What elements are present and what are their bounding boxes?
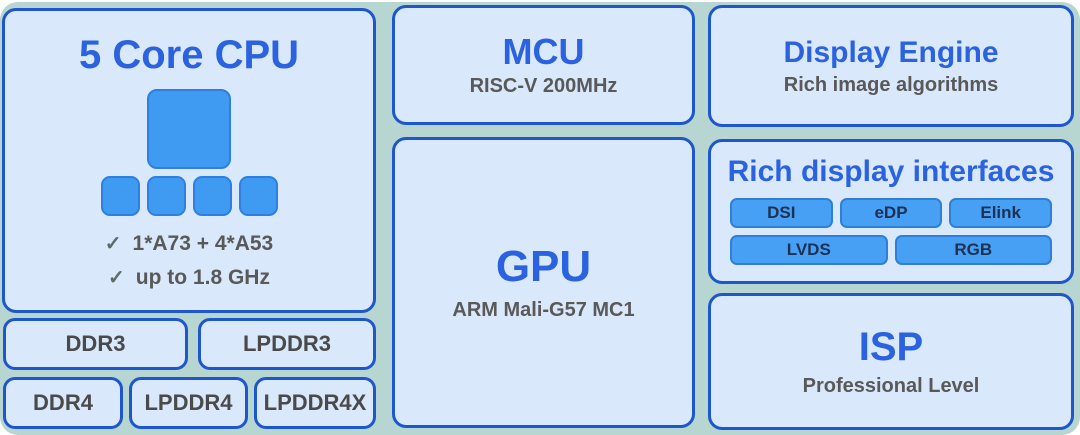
isp-subtitle: Professional Level [802, 375, 980, 397]
isp-title: ISP [858, 325, 924, 369]
interface-chip-row-2: LVDS RGB [730, 235, 1052, 265]
cpu-core-icon [238, 176, 278, 216]
gpu-card: GPU ARM Mali-G57 MC1 [392, 137, 695, 428]
memory-box-ddr3: DDR3 [3, 318, 188, 370]
cpu-title: 5 Core CPU [78, 33, 300, 77]
display-interfaces-card: Rich display interfaces DSI eDP Elink LV… [708, 139, 1074, 284]
mcu-title: MCU [502, 30, 585, 72]
memory-box-lpddr4x: LPDDR4X [254, 377, 376, 429]
gpu-subtitle: ARM Mali-G57 MC1 [452, 299, 635, 322]
mcu-subtitle: RISC-V 200MHz [469, 75, 618, 98]
interface-chip-edp: eDP [839, 198, 943, 228]
cpu-core-icon [192, 176, 232, 216]
cpu-small-cores-icon [100, 176, 278, 216]
memory-box-ddr4: DDR4 [3, 377, 123, 429]
mcu-card: MCU RISC-V 200MHz [392, 5, 695, 125]
cpu-feature-cores: ✓ 1*A73 + 4*A53 [105, 231, 273, 256]
interface-chip-dsi: DSI [730, 198, 833, 228]
display-interfaces-title: Rich display interfaces [727, 155, 1055, 188]
interface-chip-rgb: RGB [894, 235, 1052, 265]
interface-chip-rows: DSI eDP Elink LVDS RGB [730, 198, 1053, 265]
cpu-big-core-icon [147, 89, 231, 169]
isp-card: ISP Professional Level [708, 293, 1074, 430]
interface-chip-lvds: LVDS [730, 235, 888, 265]
cpu-feature-label: up to 1.8 GHz [135, 265, 270, 289]
cpu-feature-frequency: ✓ up to 1.8 GHz [108, 265, 270, 290]
interface-chip-row-1: DSI eDP Elink [730, 198, 1053, 228]
cpu-card: 5 Core CPU ✓ 1*A73 + 4*A53 ✓ up to 1.8 G… [2, 8, 376, 313]
cpu-core-icon [146, 176, 186, 216]
display-engine-title: Display Engine [783, 35, 999, 69]
cpu-feature-label: 1*A73 + 4*A53 [132, 231, 274, 255]
cpu-core-icon [100, 176, 140, 216]
check-icon: ✓ [108, 267, 125, 289]
gpu-title: GPU [495, 241, 592, 291]
display-engine-subtitle: Rich image algorithms [783, 73, 999, 96]
display-engine-card: Display Engine Rich image algorithms [708, 5, 1074, 127]
check-icon: ✓ [104, 233, 122, 255]
memory-box-lpddr4: LPDDR4 [129, 377, 248, 429]
interface-chip-elink: Elink [949, 198, 1053, 228]
memory-box-lpddr3: LPDDR3 [198, 318, 376, 370]
